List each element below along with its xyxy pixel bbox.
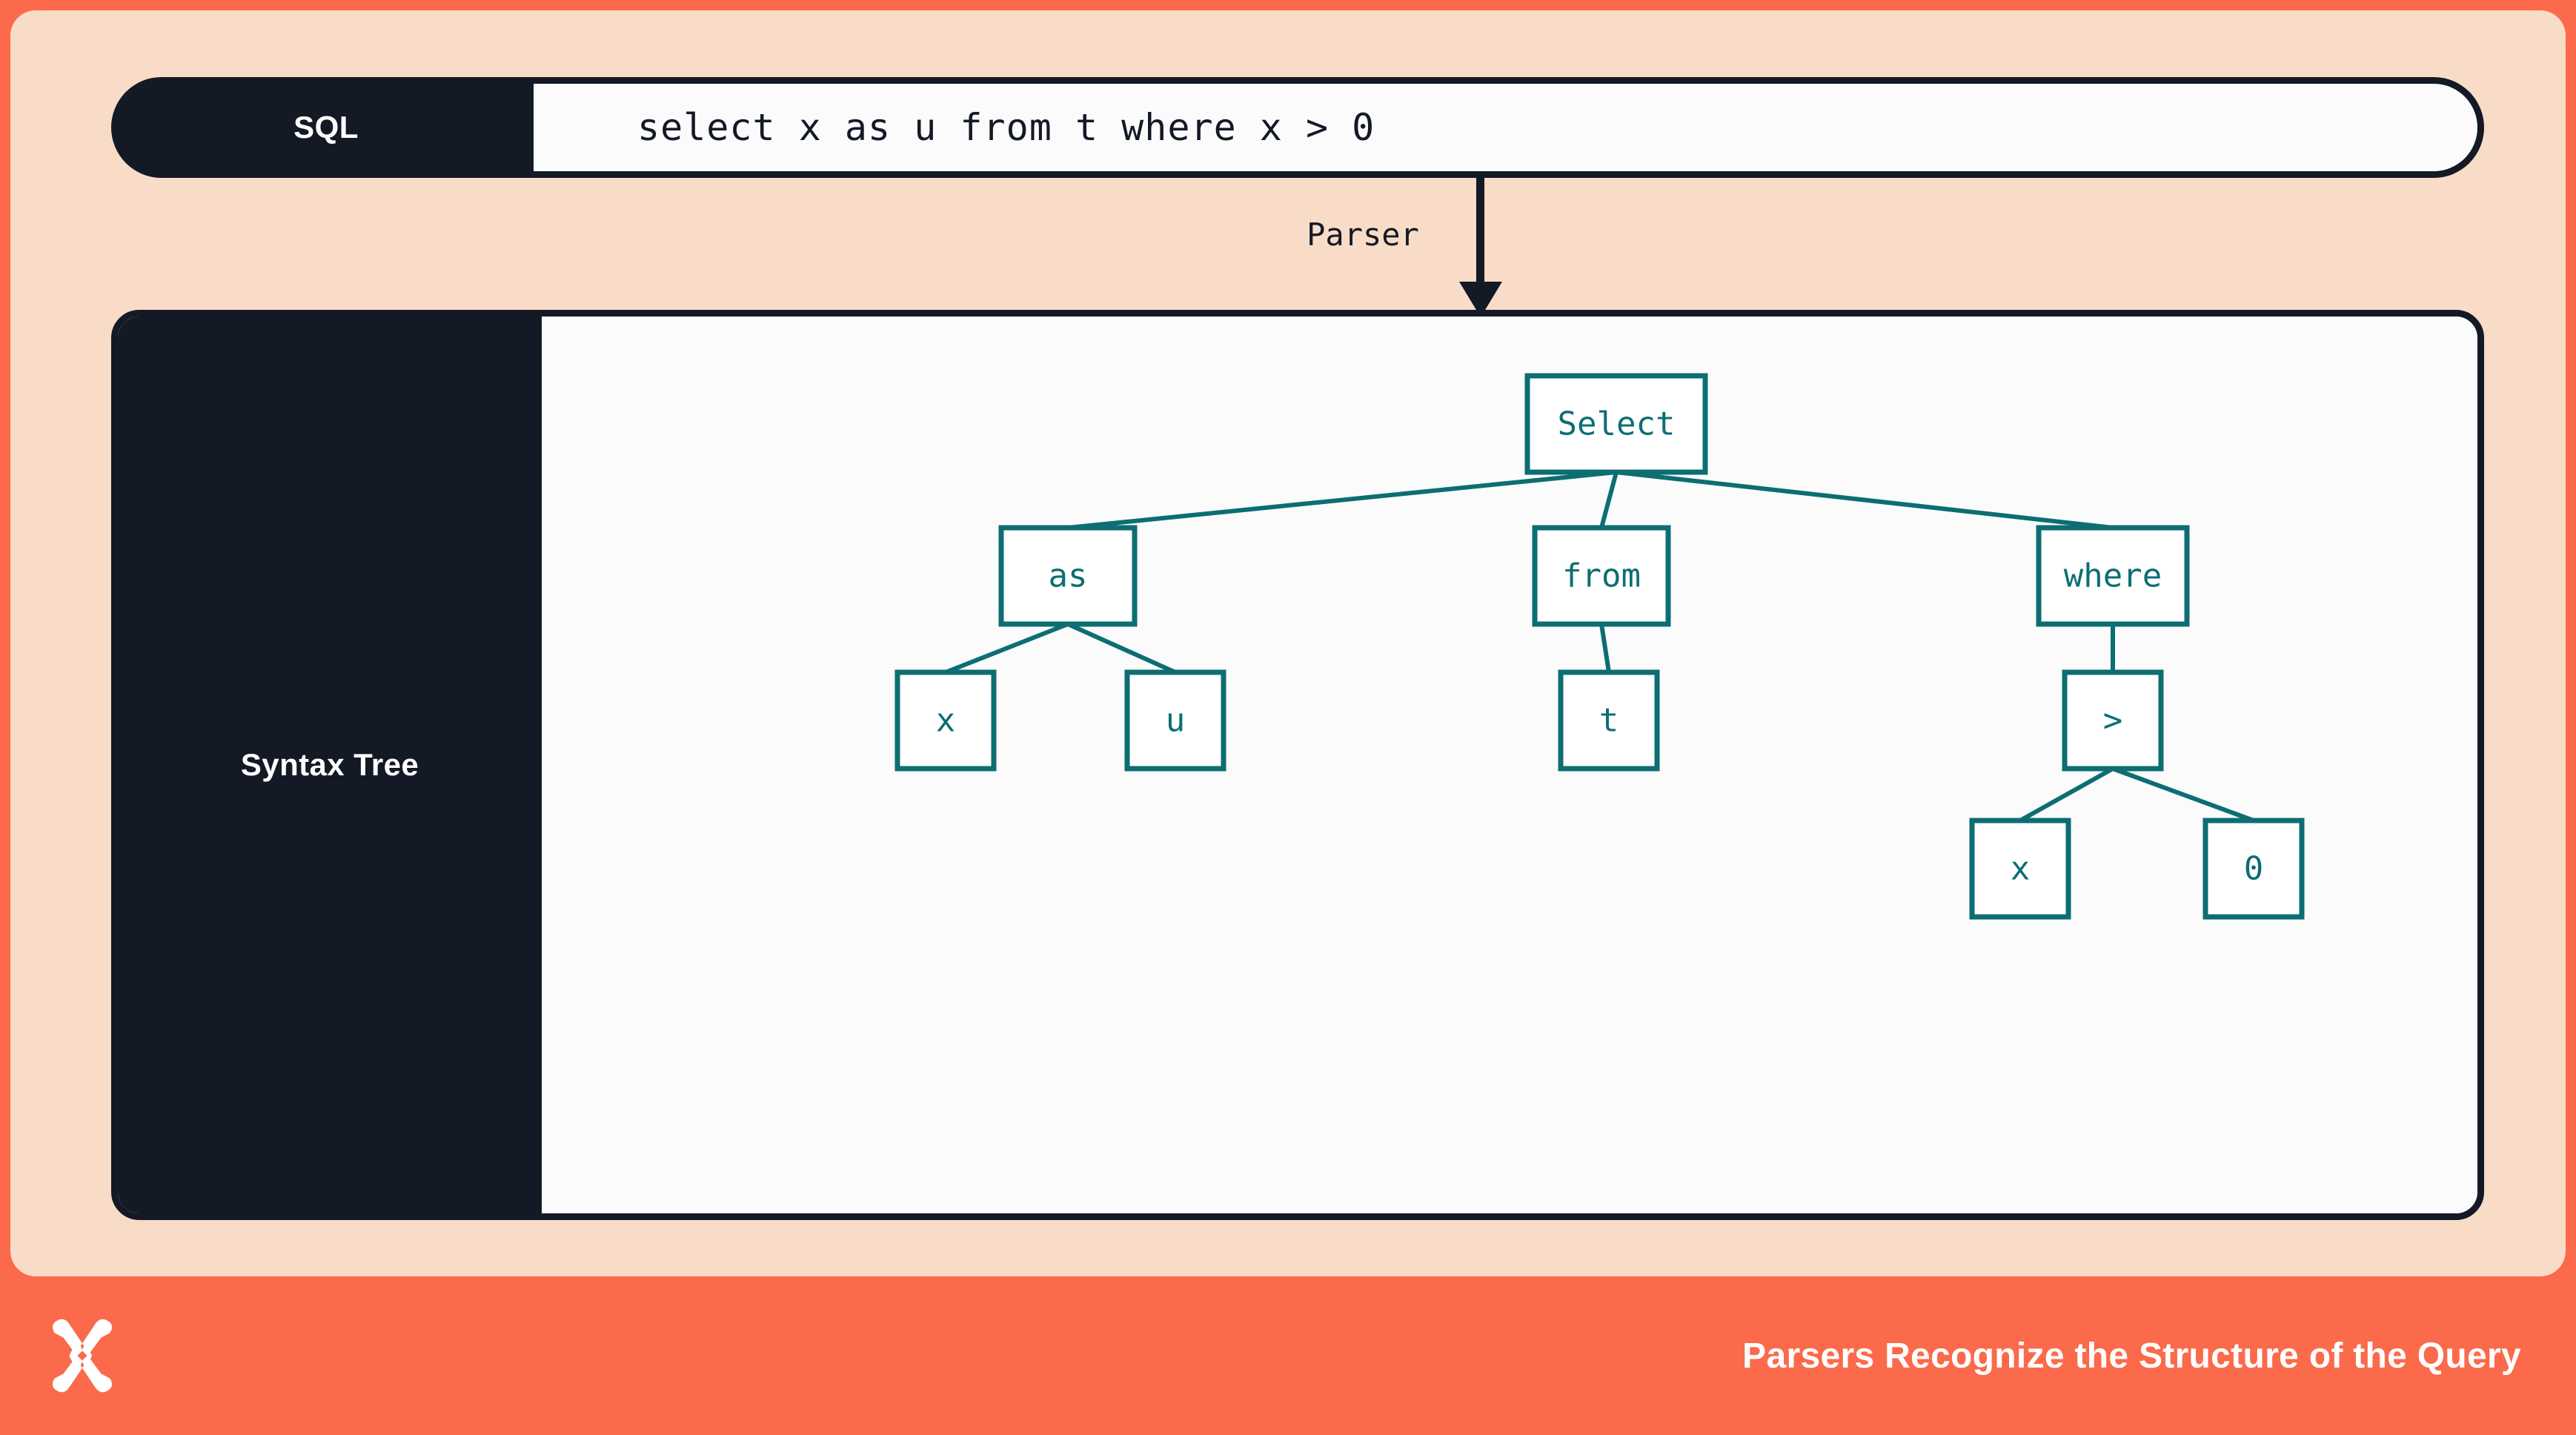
content-card: SQL select x as u from t where x > 0 Par… — [10, 10, 2566, 1276]
tree-edge — [1599, 623, 1611, 673]
tree-node-label: 0 — [2244, 850, 2264, 888]
parser-label: Parser — [1307, 216, 1419, 253]
tree-node[interactable]: x — [1969, 818, 2071, 920]
tree-node-box — [1969, 818, 2071, 920]
tree-node[interactable]: where — [2036, 525, 2190, 627]
arrow-shaft — [1476, 178, 1484, 288]
tree-node[interactable]: from — [1532, 525, 1671, 627]
syntax-tree-panel: Syntax Tree Select as from where x u t > x 0 — [111, 310, 2484, 1220]
tree-node-box — [1124, 669, 1226, 772]
tree-edge — [1066, 622, 1177, 675]
tree-node[interactable]: u — [1124, 669, 1226, 772]
tree-node-label: where — [2064, 557, 2162, 595]
syntax-tree-sidebar: Syntax Tree — [118, 317, 542, 1213]
sql-query-field[interactable]: select x as u from t where x > 0 — [534, 77, 2484, 178]
syntax-tree-label: Syntax Tree — [240, 747, 419, 782]
tree-node-box — [894, 669, 997, 772]
tree-edge — [2019, 766, 2114, 823]
tree-node-label: x — [936, 702, 956, 740]
brand-x-logo-icon — [52, 1319, 113, 1393]
syntax-tree-graph: Select as from where x u t > x 0 — [894, 373, 2305, 920]
tree-node-label: u — [1166, 702, 1186, 740]
tree-edge — [944, 622, 1069, 675]
tree-node[interactable]: 0 — [2202, 818, 2305, 920]
tree-node-box — [1524, 373, 1708, 475]
footer-caption: Parsers Recognize the Structure of the Q… — [1742, 1336, 2521, 1376]
tree-node-label: t — [1599, 702, 1619, 740]
tree-edge — [1067, 470, 1617, 530]
tree-node[interactable]: t — [1558, 669, 1660, 772]
tree-edge — [1599, 471, 1619, 528]
tree-node-box — [998, 525, 1138, 627]
tree-edge — [1616, 470, 2114, 530]
parser-arrow-group: Parser — [1307, 178, 1604, 319]
syntax-tree-canvas: Select as from where x u t > x 0 — [542, 317, 2477, 1213]
tree-node-label: from — [1562, 557, 1641, 595]
sql-query-text: select x as u from t where x > 0 — [637, 106, 1375, 149]
tree-node-box — [2202, 818, 2305, 920]
tree-node-box — [1532, 525, 1671, 627]
sql-label: SQL — [293, 110, 359, 145]
tree-node-label: > — [2103, 702, 2123, 740]
tree-node-label: x — [2011, 850, 2031, 888]
tree-node-box — [2062, 669, 2164, 772]
tree-node-box — [1558, 669, 1660, 772]
tree-node[interactable]: x — [894, 669, 997, 772]
tree-node[interactable]: Select — [1524, 373, 1708, 475]
tree-node[interactable]: as — [998, 525, 1138, 627]
footer-bar: Parsers Recognize the Structure of the Q… — [0, 1276, 2576, 1435]
tree-node[interactable]: > — [2062, 669, 2164, 772]
tree-node-label: as — [1049, 557, 1088, 595]
sql-label-pill — [111, 77, 541, 178]
tree-node-box — [2036, 525, 2190, 627]
tree-node-label: Select — [1558, 405, 1676, 443]
sql-input-row: SQL select x as u from t where x > 0 — [111, 77, 2484, 178]
tree-edge — [2111, 766, 2255, 823]
